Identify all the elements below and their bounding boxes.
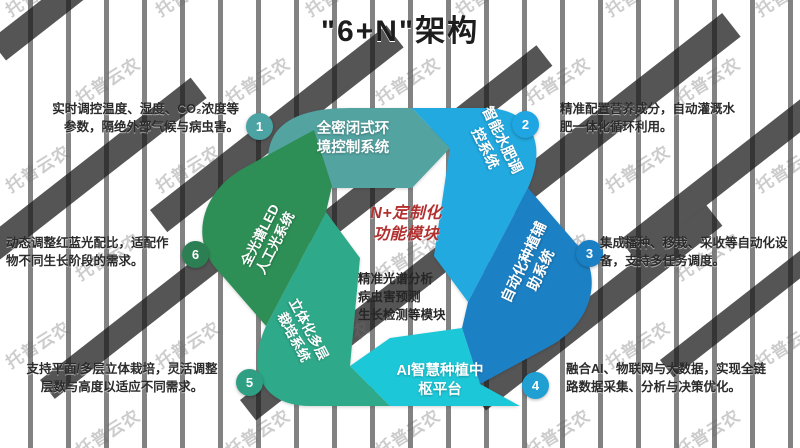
note-text-6: 动态调整红蓝光配比，适配作 物不同生长阶段的需求。 — [6, 236, 169, 269]
page-title: "6+N"架构 — [320, 15, 480, 48]
center-module-list: 精准光谱分析 病虫害预测 生长检测等模块 — [358, 270, 508, 324]
center-module-item: 精准光谱分析 — [358, 272, 434, 286]
segment-badge-4[interactable]: 4 — [522, 372, 549, 399]
segment-badge-5[interactable]: 5 — [236, 369, 263, 396]
note-text-4: 融合AI、物联网与大数据，实现全链 路数据采集、分析与决策优化。 — [566, 362, 767, 395]
segment-label-4: AI智慧种植中 枢平台 — [396, 363, 484, 398]
segment-badge-2[interactable]: 2 — [512, 111, 539, 138]
center-module-item: 病虫害预测 — [358, 290, 421, 305]
center-heading: N+定制化 功能模块 — [370, 205, 442, 243]
segment-badge-6[interactable]: 6 — [182, 241, 209, 268]
segment-badge-1[interactable]: 1 — [246, 113, 273, 140]
segment-label-1: 全密闭式环 境控制系统 — [316, 121, 390, 156]
note-text-3: 集成播种、移栽、采收等自动化设 备，支持多任务调度。 — [600, 236, 788, 269]
center-module-item: 生长检测等模块 — [358, 308, 446, 323]
note-text-2: 精准配置营养成分，自动灌溉水 肥一体化循环利用。 — [560, 102, 736, 135]
segment-badge-3[interactable]: 3 — [576, 240, 603, 267]
note-text-5: 支持平面/多层立体栽培，灵活调整 层数与高度以适应不同需求。 — [26, 362, 218, 395]
note-text-1: 实时调控温度、湿度、CO₂浓度等 参数，隔绝外部气候与病虫害。 — [52, 102, 239, 135]
